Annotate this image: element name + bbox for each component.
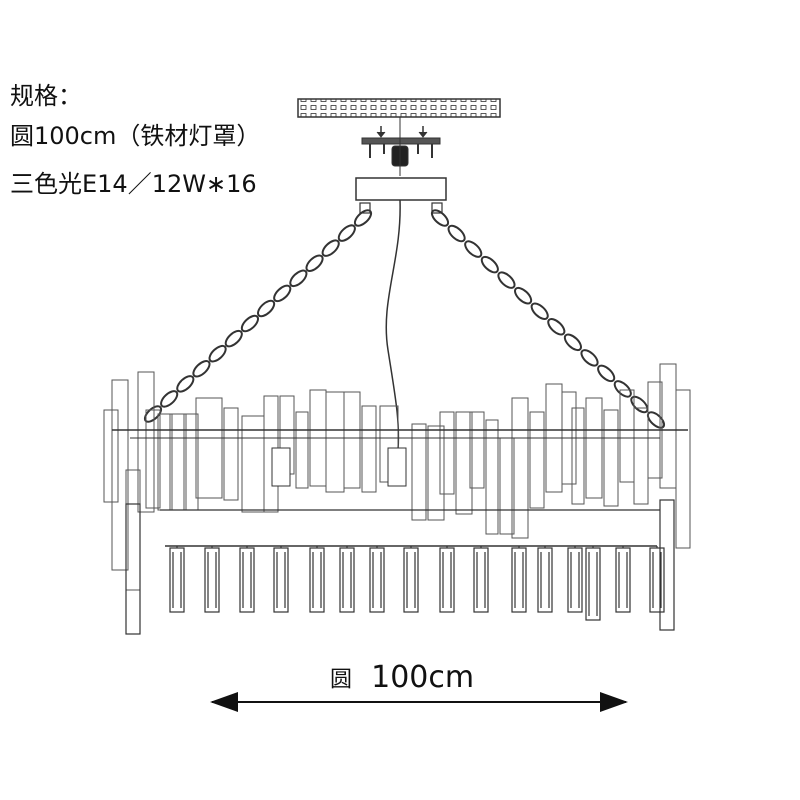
crystal-pendant [615, 547, 631, 613]
dimension-label: 圆 100cm [330, 660, 474, 695]
chain-link [430, 209, 450, 227]
crystal-pendant [339, 547, 355, 613]
crystal-pendants [125, 499, 675, 635]
crystal-bar [361, 405, 377, 493]
crystal-pendant [239, 547, 255, 613]
crystal-pendant [511, 547, 527, 613]
chain-link [353, 209, 373, 227]
spec-light-line: 三色光E14／12W∗16 [10, 170, 257, 198]
chain-link [160, 390, 179, 408]
crystal-pendant [369, 547, 385, 613]
dimension-prefix: 圆 [330, 667, 353, 693]
mounting-bracket [361, 117, 441, 176]
chain-link [273, 284, 292, 303]
crystal-pendant [204, 547, 220, 613]
crystal-pendant [403, 547, 419, 613]
crystal-bar [427, 425, 445, 521]
crystal-pendant [567, 547, 583, 613]
spec-title: 规格： [10, 82, 82, 110]
crystal-bar [455, 411, 473, 515]
crystal-bar [485, 419, 499, 535]
canopy-plate [297, 98, 501, 118]
dimension-value: 100cm [371, 660, 475, 695]
chain-link [240, 314, 259, 333]
crystal-pendant [273, 547, 289, 613]
chain-link [530, 302, 549, 320]
crystal-bar [439, 411, 455, 495]
crystal-bar [195, 397, 223, 499]
chain-link [480, 255, 499, 274]
chain-link [321, 239, 340, 257]
crystal-bar [603, 409, 619, 507]
crystal-bar [295, 411, 309, 489]
crystal-bar [145, 409, 161, 509]
chain-link [597, 364, 616, 383]
chain-link [447, 224, 466, 243]
crystal-bar [111, 379, 129, 571]
chain-link [305, 254, 324, 272]
chain-link [580, 349, 599, 367]
crystal-pendant [473, 547, 489, 613]
chain-link [289, 269, 308, 288]
crystal-bar [469, 411, 485, 489]
crystal-bar [103, 409, 119, 503]
chain-link [337, 224, 356, 242]
chain-link [514, 286, 533, 305]
chain-link [208, 344, 227, 363]
ceiling-canopy [355, 177, 447, 214]
chain-link [257, 299, 276, 318]
chain-link [464, 240, 483, 258]
crystal-bar [633, 407, 649, 505]
chain-link [630, 395, 649, 414]
spec-size-line: 圆100cm（铁材灯罩） [10, 122, 261, 150]
chain-link [176, 375, 195, 393]
crystal-pendant [309, 547, 325, 613]
crystal-bar [585, 397, 603, 499]
crystal-bar [137, 371, 155, 513]
crystal-pendant-long [659, 499, 675, 631]
crystal-bar [529, 411, 545, 509]
chain-link [497, 271, 516, 289]
crystal-bar [511, 397, 529, 539]
crystal-bar [571, 407, 585, 505]
hanging-chains [143, 209, 666, 429]
crystal-pendant-long [125, 503, 141, 635]
crystal-bar [223, 407, 239, 501]
crystal-pendant [537, 547, 553, 613]
crystal-pendant [649, 547, 665, 613]
chain-link [646, 411, 666, 429]
crystal-pendant [585, 547, 601, 621]
chain-link [224, 329, 243, 348]
chain-link [547, 318, 566, 336]
crystal-bar [411, 423, 427, 521]
chain-link [613, 380, 632, 398]
crystal-pendant [439, 547, 455, 613]
chain-link [192, 360, 211, 378]
crystal-pendant [169, 547, 185, 613]
crystal-bar [343, 391, 361, 489]
crystal-bar [325, 391, 345, 493]
chain-link [563, 333, 582, 352]
crystal-bar [675, 389, 691, 549]
